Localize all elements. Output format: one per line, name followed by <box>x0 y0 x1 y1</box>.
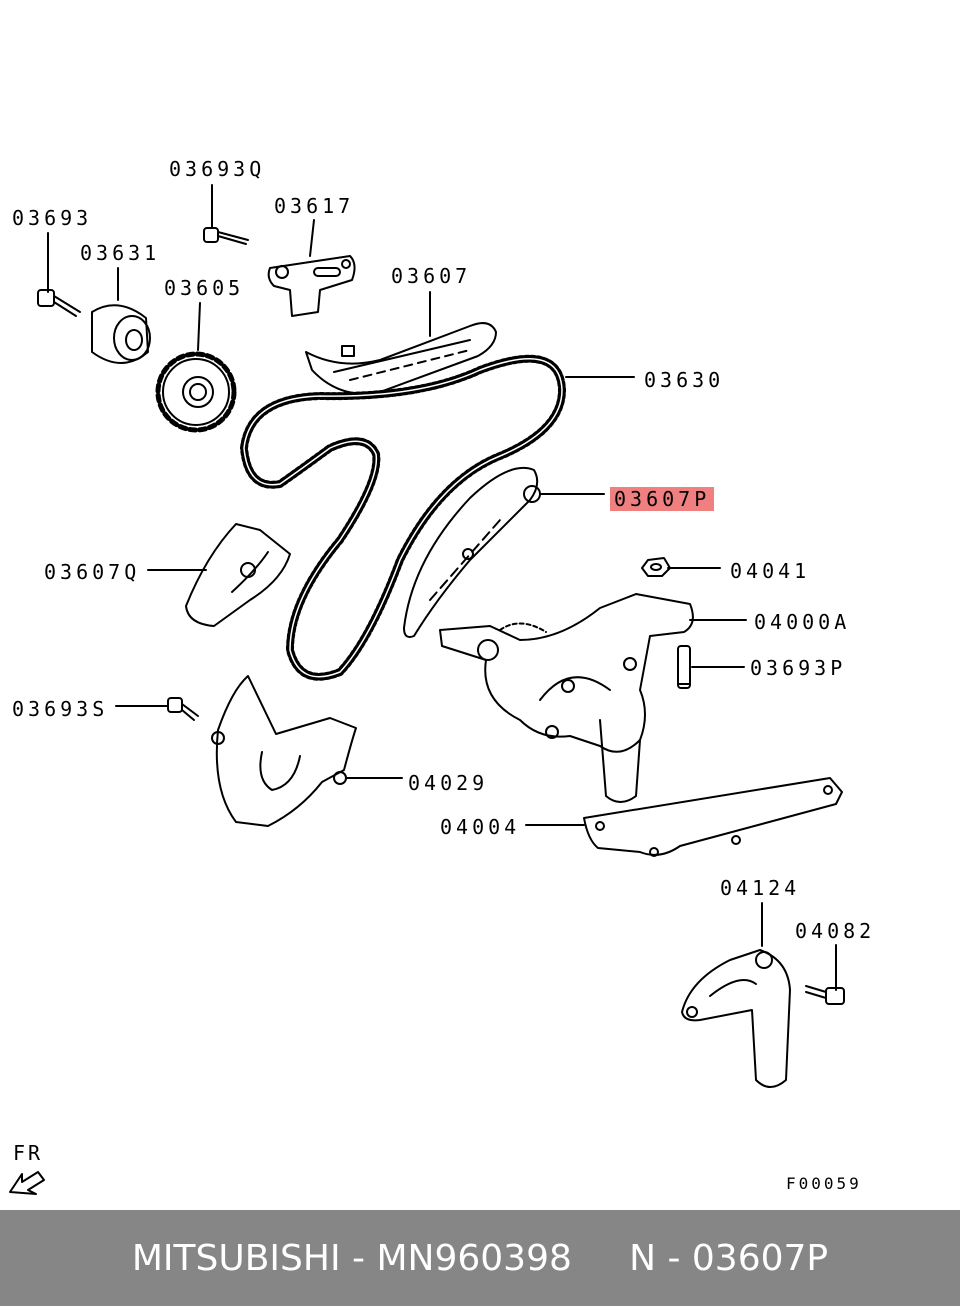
bracket-03617 <box>267 255 356 317</box>
label-04041: 04041 <box>730 559 811 583</box>
label-03617: 03617 <box>274 194 355 218</box>
label-04029: 04029 <box>408 771 489 795</box>
leader-lines <box>47 184 837 991</box>
bolt-03693S <box>167 697 199 721</box>
label-03607P: 03607P <box>610 487 715 511</box>
label-04082: 04082 <box>795 919 876 943</box>
label-03607Q: 03607Q <box>44 560 141 584</box>
parts-diagram <box>9 184 845 1195</box>
bushing-03631 <box>91 304 151 364</box>
label-04000A: 04000A <box>754 610 851 634</box>
bolt-03693Q <box>203 227 249 245</box>
label-03693Q: 03693Q <box>169 157 266 181</box>
label-03607: 03607 <box>391 264 472 288</box>
bolt-03693 <box>37 289 81 317</box>
bracket-04004 <box>583 777 843 857</box>
front-arrow-icon <box>9 1171 45 1195</box>
bolt-03693P <box>677 645 691 689</box>
footer-bar: MITSUBISHI - MN960398 N - 03607P <box>0 1210 960 1306</box>
label-04004: 04004 <box>440 815 521 839</box>
label-04124: 04124 <box>720 876 801 900</box>
chain-guide-03607 <box>305 322 497 395</box>
oil-strainer-04124 <box>681 949 791 1088</box>
label-03693: 03693 <box>12 206 93 230</box>
label-03693P: 03693P <box>750 656 847 680</box>
figure-code: F00059 <box>786 1174 862 1193</box>
nut-04041 <box>641 557 671 577</box>
label-03605: 03605 <box>164 276 245 300</box>
label-03630: 03630 <box>644 368 725 392</box>
label-03693S: 03693S <box>12 697 109 721</box>
bolt-04082 <box>805 985 845 1005</box>
cover-04029 <box>211 675 357 827</box>
oil-pump-04000A <box>439 593 694 803</box>
footer-text: MITSUBISHI - MN960398 N - 03607P <box>131 1237 829 1279</box>
label-03631: 03631 <box>80 241 161 265</box>
sprocket-03605 <box>155 351 237 433</box>
orientation-label: FR <box>13 1141 44 1165</box>
chain-guide-03607Q <box>185 523 291 627</box>
chain-guide-03607P <box>403 466 541 638</box>
timing-chain-03630 <box>240 354 566 681</box>
